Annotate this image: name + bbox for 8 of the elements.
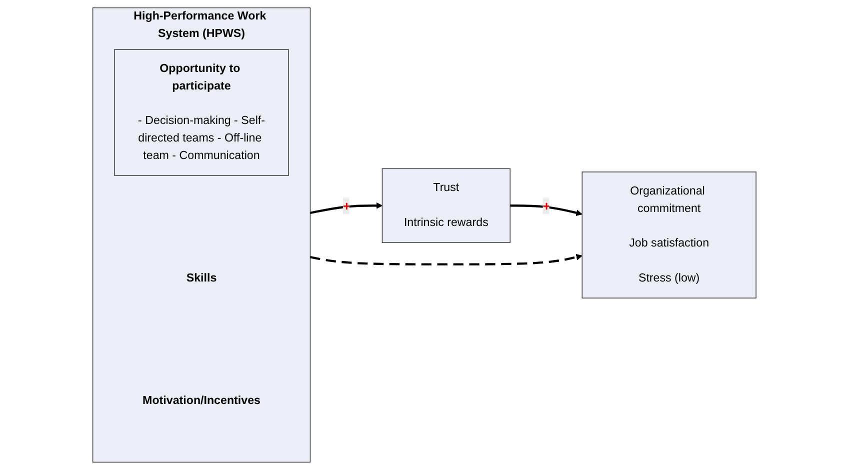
node-box: Trust Intrinsic rewards	[382, 168, 511, 243]
arrow	[310, 202, 383, 214]
arrow	[510, 204, 582, 216]
node-box: Organizational commitment Job satisfaction Stress (low)	[582, 172, 756, 298]
edge-label: +	[542, 199, 550, 214]
node-box: Opportunity to participate - Decision-making - Self-directed teams - Off-line team - Communication	[114, 49, 289, 176]
arrow	[310, 254, 582, 266]
edge-label: +	[342, 199, 351, 214]
